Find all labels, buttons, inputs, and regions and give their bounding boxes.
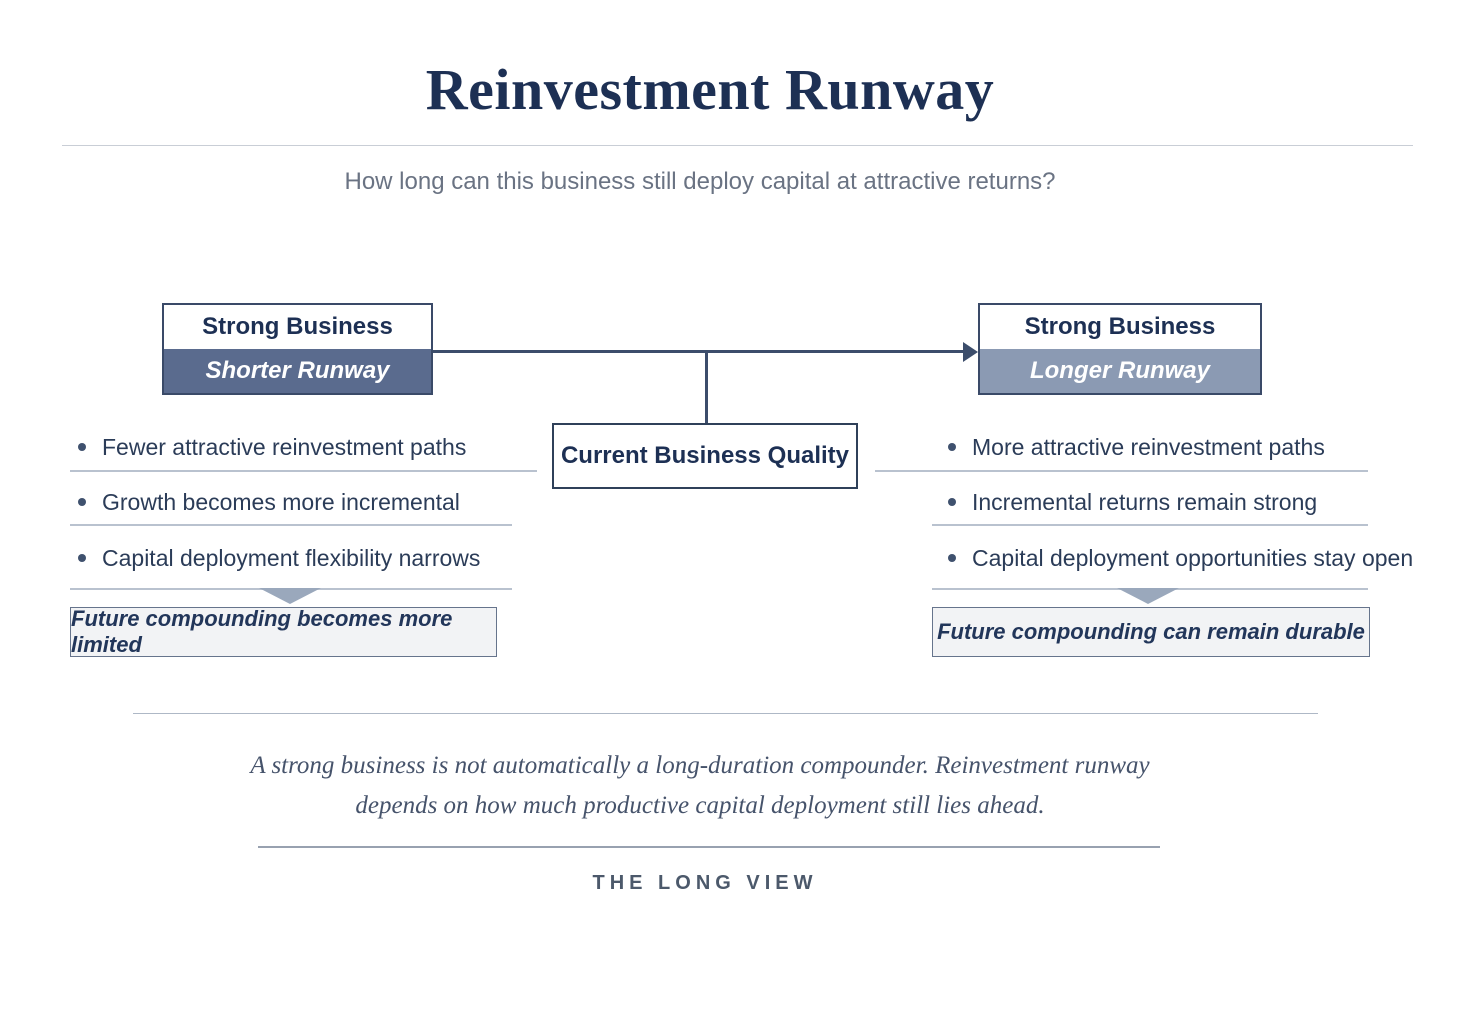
list-item: Growth becomes more incremental xyxy=(78,488,460,516)
page-title: Reinvestment Runway xyxy=(425,57,995,122)
left-node-runway-band: Shorter Runway xyxy=(164,349,431,393)
left-conclusion-box: Future compounding becomes more limited xyxy=(70,606,497,657)
bullet-icon xyxy=(948,443,956,451)
left-strong-business-node: Strong Business Shorter Runway xyxy=(162,303,433,395)
separator xyxy=(70,470,537,472)
chevron-down-icon xyxy=(1117,588,1179,604)
bullet-icon xyxy=(78,443,86,451)
separator xyxy=(875,470,1368,472)
list-item: Capital deployment opportunities stay op… xyxy=(948,544,1413,572)
subtitle: How long can this business still deploy … xyxy=(344,168,1056,195)
list-item: More attractive reinvestment paths xyxy=(948,433,1325,461)
arrow-line xyxy=(433,350,965,353)
bullet-label: Capital deployment flexibility narrows xyxy=(102,544,481,571)
brand-wordmark: THE LONG VIEW xyxy=(592,872,818,894)
footer-divider-bottom xyxy=(258,846,1160,848)
bullet-icon xyxy=(78,554,86,562)
bullet-icon xyxy=(948,498,956,506)
bullet-icon xyxy=(78,498,86,506)
bullet-label: Growth becomes more incremental xyxy=(102,488,460,515)
footer-quote-line-1: A strong business is not automatically a… xyxy=(250,752,1150,779)
vertical-connector-line xyxy=(705,352,708,423)
bullet-label: Capital deployment opportunities stay op… xyxy=(972,544,1414,571)
footer-divider-top xyxy=(133,713,1318,714)
right-node-title: Strong Business xyxy=(980,305,1260,349)
bullet-icon xyxy=(948,554,956,562)
separator xyxy=(70,524,512,526)
arrowhead-right-icon xyxy=(963,342,978,362)
list-item: Capital deployment flexibility narrows xyxy=(78,544,480,572)
separator xyxy=(932,524,1368,526)
right-node-runway-band: Longer Runway xyxy=(980,349,1260,393)
list-item: Fewer attractive reinvestment paths xyxy=(78,433,466,461)
title-divider xyxy=(62,145,1413,146)
bullet-label: Fewer attractive reinvestment paths xyxy=(102,433,467,460)
chevron-down-icon xyxy=(259,588,321,604)
list-item: Incremental returns remain strong xyxy=(948,488,1317,516)
left-node-title: Strong Business xyxy=(164,305,431,349)
bullet-label: More attractive reinvestment paths xyxy=(972,433,1325,460)
right-strong-business-node: Strong Business Longer Runway xyxy=(978,303,1262,395)
footer-quote-line-2: depends on how much productive capital d… xyxy=(355,792,1045,819)
bullet-label: Incremental returns remain strong xyxy=(972,488,1318,515)
current-business-quality-node: Current Business Quality xyxy=(552,423,858,489)
right-conclusion-box: Future compounding can remain durable xyxy=(932,607,1370,657)
